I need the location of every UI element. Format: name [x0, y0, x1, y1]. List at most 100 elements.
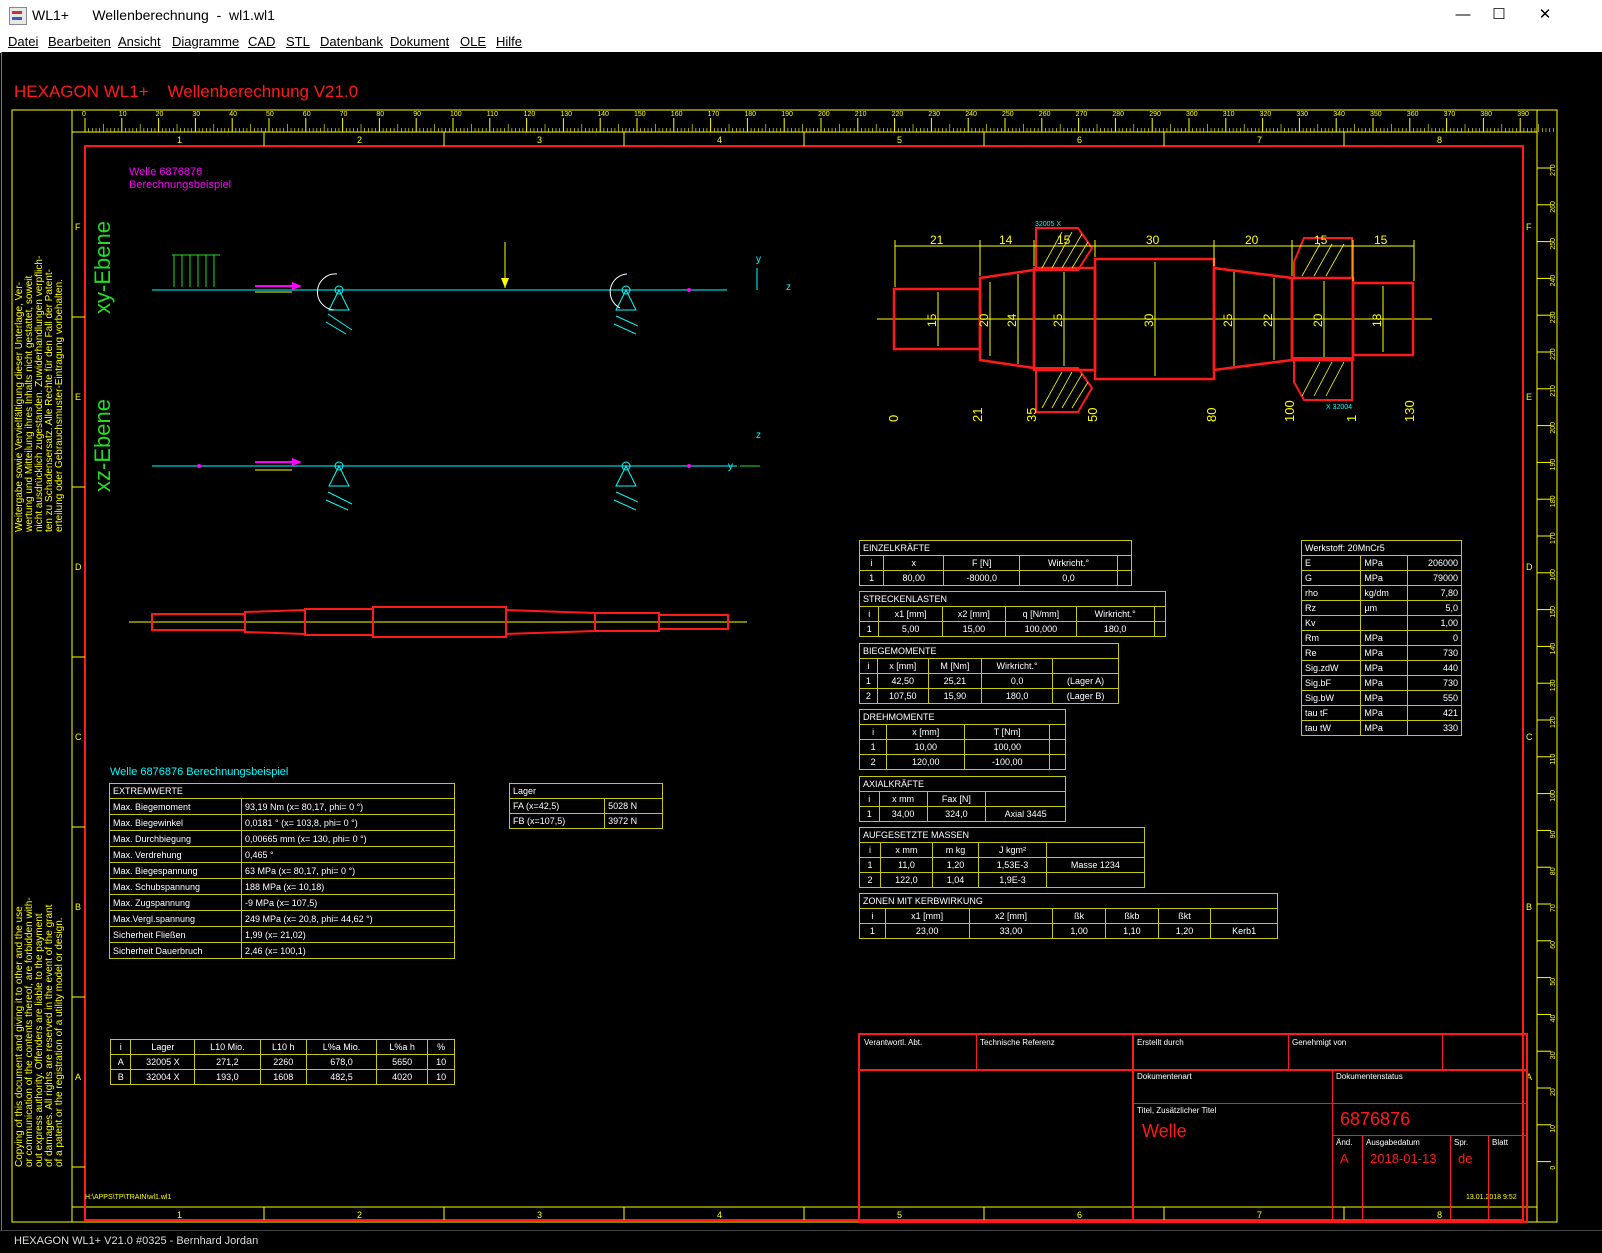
table-cell: Max. Schubspannung — [109, 878, 242, 895]
table-row: Max. Biegespannung 63 MPa (x= 80,17, phi… — [109, 862, 455, 879]
table-cell: 32005 X — [130, 1054, 196, 1070]
diameter-label: 24 — [1005, 313, 1019, 327]
table-cell: Axial 3445 — [985, 806, 1066, 822]
table-cell: Max. Verdrehung — [109, 846, 242, 863]
ruler-right: 2702602502402302202102001901801701601501… — [1537, 164, 1557, 1170]
table-cell: Sig.bF — [1300, 675, 1362, 691]
table-cell: Max. Biegespannung — [109, 862, 242, 879]
svg-text:Weitergabe sowie Vervielfältig: Weitergabe sowie Vervielfältigung dieser… — [14, 282, 25, 532]
table-cell: 10 — [427, 1054, 455, 1070]
table-cell: 193,0 — [194, 1069, 261, 1085]
table-header-cell: q [N/mm] — [1005, 606, 1077, 622]
ruler-top-label: 340 — [1333, 111, 1345, 118]
ruler-right-label: 220 — [1550, 348, 1557, 360]
table-cell: 23,00 — [884, 923, 970, 939]
table-cell — [1360, 615, 1408, 631]
table-cell: -100,00 — [964, 754, 1051, 770]
table-cell: MPa — [1360, 645, 1408, 661]
table-header-cell: Wirkricht.° — [1019, 555, 1118, 571]
table-cell: 2 — [859, 688, 878, 704]
grid-col-label: 3 — [537, 1210, 542, 1220]
table-cell: MPa — [1360, 720, 1408, 736]
table-row: Sicherheit Dauerbruch 2,46 (x= 100,1) — [109, 942, 455, 959]
table-cell: rho — [1300, 585, 1362, 601]
menu-datenbank[interactable]: Datenbank — [320, 34, 383, 49]
menu-ole[interactable]: OLE — [460, 34, 487, 49]
ruler-right-label: 10 — [1550, 1125, 1557, 1133]
close-button[interactable]: ✕ — [1538, 6, 1552, 23]
grid-col-label: 8 — [1437, 1210, 1442, 1220]
menu-hilfe[interactable]: Hilfe — [496, 34, 523, 49]
ruler-top-label: 210 — [855, 111, 867, 118]
menu-ansicht[interactable]: Ansicht — [118, 34, 161, 49]
menu-diagramme[interactable]: Diagramme — [172, 34, 240, 49]
menu-dokument[interactable]: Dokument — [390, 34, 450, 49]
table-cell: E — [1300, 555, 1362, 571]
maximize-button[interactable]: ☐ — [1492, 6, 1506, 23]
table-cell — [1045, 872, 1146, 888]
ruler-top-label: 40 — [229, 111, 237, 118]
table-header-cell: T [Nm] — [964, 724, 1051, 740]
grid-row-label: C — [1526, 732, 1533, 742]
position-label: 100 — [1282, 400, 1297, 422]
table-cell: Max.Vergl.spannung — [109, 910, 242, 927]
diameter-label: 15 — [925, 313, 939, 327]
ruler-right-label: 30 — [1550, 1051, 1557, 1059]
svg-text:z: z — [756, 430, 761, 441]
menu-stl[interactable]: STL — [286, 34, 310, 49]
grid-row-label: B — [1526, 902, 1532, 912]
table-cell: 0,0181 ° (x= 103,8, phi= 0 °) — [241, 814, 455, 831]
table-cell: 1 — [858, 857, 882, 873]
ruler-top-label: 290 — [1149, 111, 1161, 118]
grid-col-label: 1 — [177, 135, 182, 145]
table-header-cell: ßkt — [1157, 908, 1212, 924]
dimension-label: 15 — [1314, 233, 1328, 247]
table-cell: 11,0 — [880, 857, 933, 873]
table-cell: 1,00 — [1052, 923, 1106, 939]
table-cell: 1,04 — [931, 872, 980, 888]
table-cell: 34,00 — [878, 806, 928, 822]
table-cell: 249 MPa (x= 20,8, phi= 44,62 °) — [241, 910, 455, 927]
ruler-top-label: 30 — [192, 111, 200, 118]
table-header-cell: i — [109, 1039, 132, 1055]
ruler-right-label: 260 — [1550, 201, 1557, 213]
menu-datei[interactable]: Datei — [8, 34, 39, 49]
table-header-cell: L10 h — [259, 1039, 308, 1055]
ruler-right-label: 110 — [1550, 754, 1557, 765]
table-header-cell — [1052, 658, 1119, 674]
grid-col-label: 4 — [717, 1210, 722, 1220]
table-header-cell: x2 [mm] — [941, 606, 1007, 622]
window-title: WL1+ Wellenberechnung - wl1.wl1 — [32, 7, 275, 23]
table-header-cell: M [Nm] — [927, 658, 983, 674]
ruler-top-label: 120 — [524, 111, 536, 118]
table-cell: (Lager B) — [1052, 688, 1119, 704]
table-header-cell: x [mm] — [876, 658, 929, 674]
app-icon[interactable] — [9, 7, 27, 25]
table-title: EINZELKRÄFTE — [859, 540, 1132, 556]
table-cell: 42,50 — [876, 673, 929, 689]
menu-cad[interactable]: CAD — [248, 34, 276, 49]
table-header-cell: Fax [N] — [926, 791, 987, 807]
ruler-top-label: 390 — [1517, 111, 1529, 118]
table-cell: 0,0 — [981, 673, 1054, 689]
minimize-button[interactable]: — — [1455, 6, 1471, 23]
table-cell: 15,00 — [941, 621, 1007, 637]
xz-plane-label: xz-Ebene — [90, 399, 115, 492]
table-cell: MPa — [1360, 690, 1408, 706]
menu-bearbeiten[interactable]: Bearbeiten — [48, 34, 111, 49]
table-cell: 0 — [1406, 630, 1463, 646]
table-cell: 79000 — [1406, 570, 1463, 586]
ruler-right-label: 170 — [1550, 532, 1557, 544]
